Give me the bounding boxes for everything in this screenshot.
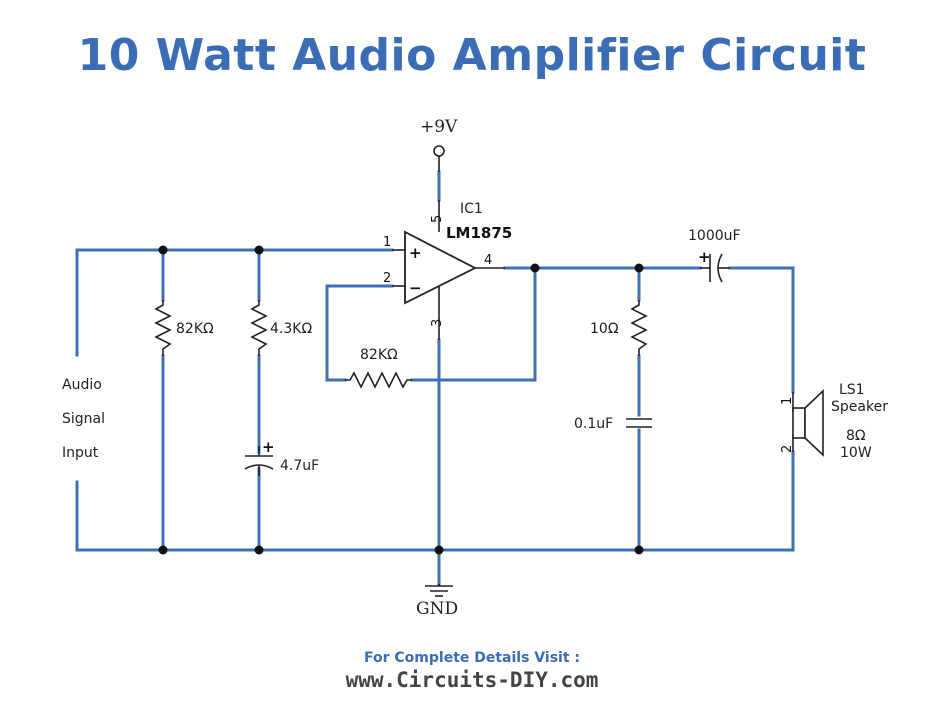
cbias-label: 4.7uF: [280, 458, 319, 474]
opamp-plus: +: [409, 244, 422, 262]
capacitor-cbias: [244, 446, 274, 476]
rzobel-label: 10Ω: [590, 321, 619, 337]
opamp-symbol: [392, 230, 505, 340]
ic-part-label: LM1875: [446, 224, 512, 242]
resistor-rfb: [345, 371, 412, 389]
pin-5-label: 5: [430, 215, 445, 223]
page-title: 10 Watt Audio Amplifier Circuit: [77, 30, 867, 81]
czobel-label: 0.1uF: [574, 416, 613, 432]
wires: [75, 170, 795, 586]
footer-caption: For Complete Details Visit :: [364, 650, 580, 666]
resistor-rin: [154, 300, 172, 356]
junction-dot: [634, 263, 644, 273]
input-label-line-2: Signal: [62, 411, 105, 427]
ground-label: GND: [416, 599, 458, 619]
ic-ref-label: IC1: [460, 201, 483, 217]
junctions: [158, 245, 644, 555]
cout-plus: +: [698, 248, 711, 266]
junction-dot: [158, 545, 168, 555]
rin-label: 82KΩ: [176, 321, 214, 337]
speaker-pin-1: 1: [780, 397, 795, 405]
rfb-label: 82KΩ: [360, 347, 398, 363]
junction-dot: [254, 545, 264, 555]
cout-label: 1000uF: [688, 228, 741, 244]
pin-3-label: 3: [430, 319, 445, 327]
capacitor-czobel: [626, 418, 652, 428]
speaker-name-label: Speaker: [831, 399, 888, 415]
cbias-plus: +: [262, 438, 275, 456]
junction-dot: [530, 263, 540, 273]
input-label-line-1: Audio: [62, 377, 102, 393]
junction-dot: [158, 245, 168, 255]
speaker-ref-label: LS1: [839, 382, 865, 398]
footer-url[interactable]: www.Circuits-DIY.com: [345, 668, 599, 692]
opamp-minus: −: [409, 279, 422, 297]
speaker-power-label: 10W: [840, 445, 872, 461]
rbias-label: 4.3KΩ: [270, 321, 312, 337]
supply-label: +9V: [420, 117, 458, 137]
pin-2-label: 2: [383, 271, 391, 286]
resistor-rbias: [250, 300, 268, 356]
speaker-symbol: [792, 389, 824, 457]
ground-symbol: [425, 584, 453, 597]
capacitor-cout: [700, 253, 730, 283]
speaker-impedance-label: 8Ω: [846, 428, 866, 444]
pin-4-label: 4: [484, 253, 492, 268]
junction-dot: [634, 545, 644, 555]
resistor-rzobel: [630, 300, 648, 356]
input-label-line-3: Input: [62, 445, 99, 461]
supply-terminal: [433, 145, 445, 232]
junction-dot: [254, 245, 264, 255]
junction-dot: [434, 545, 444, 555]
speaker-pin-2: 2: [780, 445, 795, 453]
pin-1-label: 1: [383, 235, 391, 250]
